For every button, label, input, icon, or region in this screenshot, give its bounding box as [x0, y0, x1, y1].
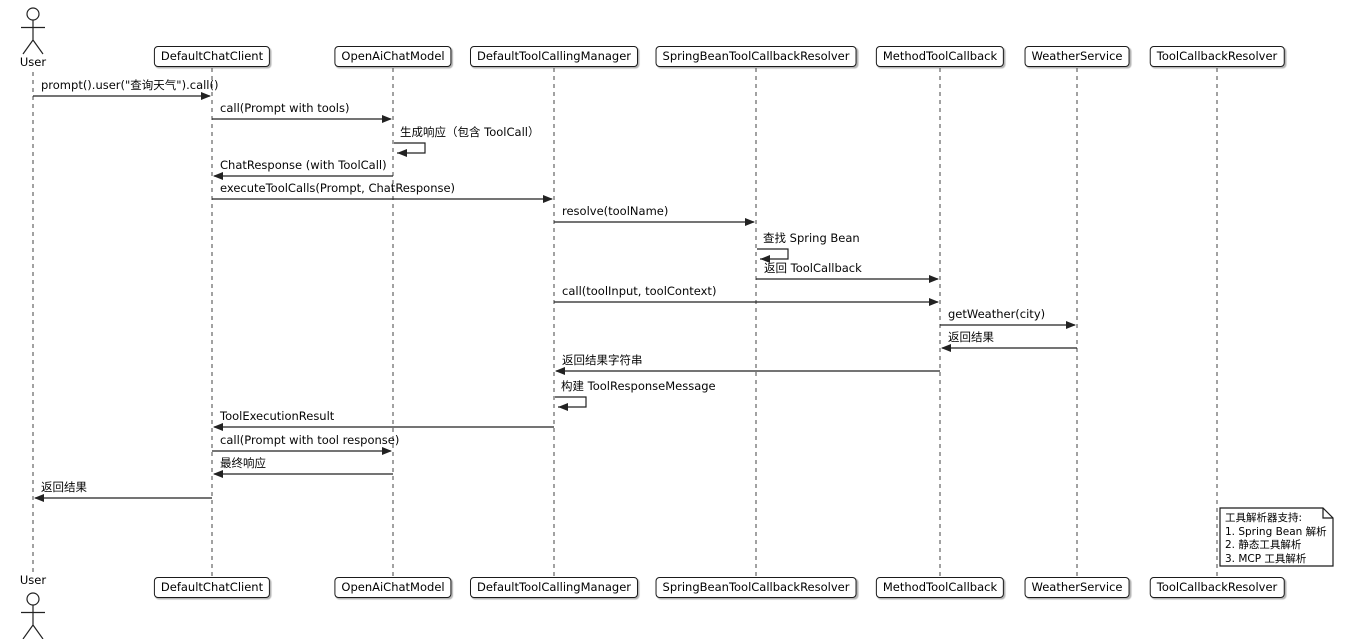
note-line: 1. Spring Bean 解析 [1225, 525, 1327, 538]
participant-box-top-ToolCallbackResolver: ToolCallbackResolver [1149, 46, 1285, 67]
message-label: 返回结果 [41, 480, 87, 494]
actor-figure-top-user [21, 7, 45, 55]
message-label: call(Prompt with tool response) [220, 433, 400, 447]
note-fold-icon [1322, 508, 1333, 519]
actor-label-top-user: User [17, 55, 49, 69]
participant-box-top-MethodToolCallback: MethodToolCallback [875, 46, 1005, 67]
message-label: 生成响应（包含 ToolCall） [400, 125, 540, 139]
arrowhead [941, 344, 951, 352]
participant-box-bottom-MethodToolCallback: MethodToolCallback [875, 577, 1005, 598]
participant-box-bottom-SpringBeanToolCallbackResolver: SpringBeanToolCallbackResolver [655, 577, 857, 598]
participant-box-bottom-ToolCallbackResolver: ToolCallbackResolver [1149, 577, 1285, 598]
arrowhead [1066, 321, 1076, 329]
note-line: 3. MCP 工具解析 [1225, 552, 1307, 565]
message-label: call(Prompt with tools) [220, 101, 350, 115]
message-label: prompt().user("查询天气").call() [41, 78, 219, 92]
arrowhead [213, 470, 223, 478]
message-label: resolve(toolName) [562, 204, 669, 218]
arrowhead [745, 218, 755, 226]
note-shape [1219, 507, 1334, 567]
arrowhead [382, 447, 392, 455]
arrowhead [213, 423, 223, 431]
participant-box-top-WeatherService: WeatherService [1024, 46, 1130, 67]
arrowhead [213, 172, 223, 180]
arrowhead [34, 494, 44, 502]
participant-box-bottom-DefaultToolCallingManager: DefaultToolCallingManager [469, 577, 639, 598]
arrowhead [929, 298, 939, 306]
message-label: ToolExecutionResult [220, 409, 335, 423]
participant-box-top-OpenAiChatModel: OpenAiChatModel [334, 46, 452, 67]
message-label: 返回结果字符串 [562, 353, 643, 367]
self-message-line [757, 248, 789, 260]
actor-figure-bottom-user [21, 592, 45, 639]
participant-box-top-DefaultChatClient: DefaultChatClient [153, 46, 271, 67]
arrowhead [555, 367, 565, 375]
participant-box-top-DefaultToolCallingManager: DefaultToolCallingManager [469, 46, 639, 67]
arrowhead [382, 115, 392, 123]
message-label: 最终响应 [220, 456, 266, 470]
participant-box-top-SpringBeanToolCallbackResolver: SpringBeanToolCallbackResolver [655, 46, 857, 67]
note-line: 工具解析器支持: [1225, 512, 1303, 524]
participant-box-bottom-OpenAiChatModel: OpenAiChatModel [334, 577, 452, 598]
arrowhead [558, 403, 568, 411]
message-label: ChatResponse (with ToolCall) [220, 158, 387, 172]
message-label: call(toolInput, toolContext) [562, 284, 717, 298]
message-label: 构建 ToolResponseMessage [561, 379, 716, 393]
message-label: 查找 Spring Bean [763, 231, 860, 245]
actor-label-bottom-user: User [17, 573, 49, 587]
message-label: executeToolCalls(Prompt, ChatResponse) [220, 181, 456, 195]
note-line: 2. 静态工具解析 [1225, 539, 1302, 551]
arrowhead [760, 255, 770, 263]
arrowhead [543, 195, 553, 203]
arrowhead [201, 92, 211, 100]
arrowhead [397, 149, 407, 157]
self-message-line [555, 396, 587, 408]
participant-box-bottom-DefaultChatClient: DefaultChatClient [153, 577, 271, 598]
self-message-line [394, 142, 426, 154]
message-label: 返回 ToolCallback [764, 261, 862, 275]
message-label: getWeather(city) [948, 307, 1046, 321]
arrowhead [929, 275, 939, 283]
message-label: 返回结果 [948, 330, 994, 344]
participant-box-bottom-WeatherService: WeatherService [1024, 577, 1130, 598]
